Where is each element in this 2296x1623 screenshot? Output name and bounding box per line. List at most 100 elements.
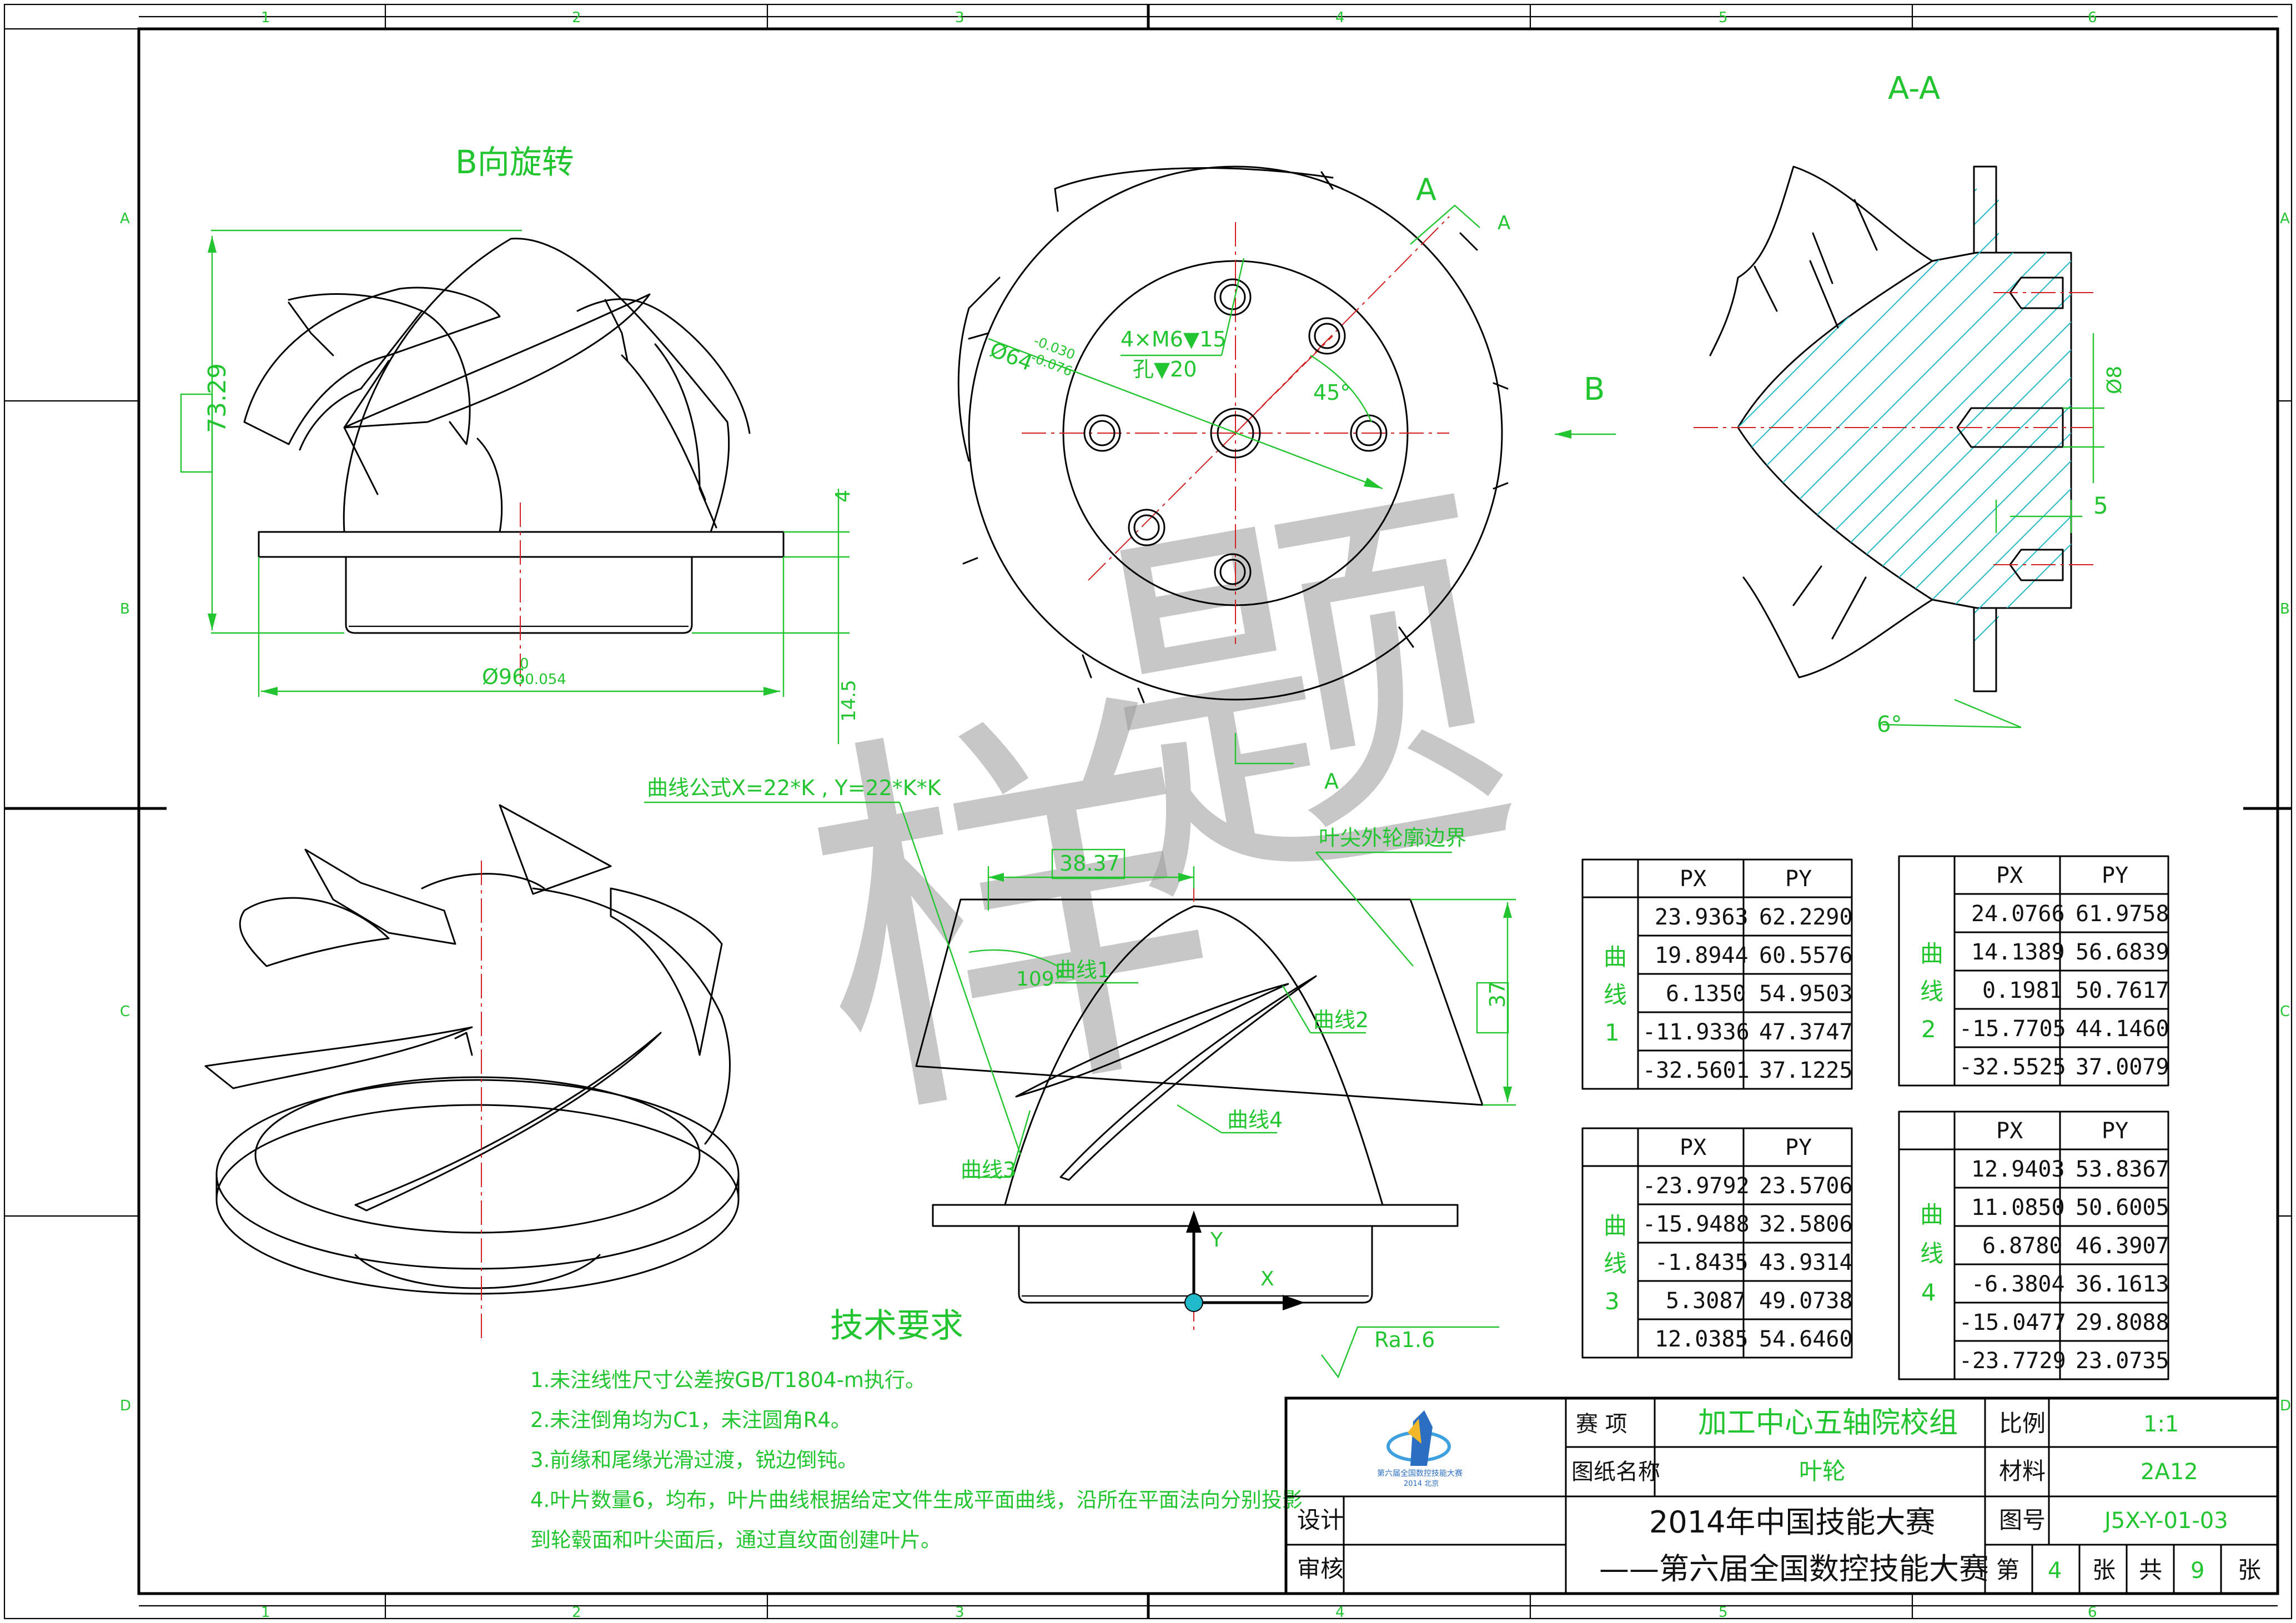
zone-col-1-bottom: 1: [261, 1604, 270, 1621]
table-1-r4-px: -11.9336: [1642, 1019, 1750, 1045]
title-block: 第六届全国数控技能大赛 2014 北京 赛 项 加工中心五轴院校组 图纸名称 叶…: [1284, 1396, 2279, 1595]
view-arrow-b: B: [1584, 371, 1605, 408]
curve-2-label: 曲线2: [1313, 1008, 1369, 1032]
table-3-r1-py: 23.5706: [1759, 1173, 1853, 1199]
table-4-label-1: 曲: [1920, 1201, 1943, 1228]
curve-4-label: 曲线4: [1227, 1108, 1283, 1132]
table-3-r4-px: 5.3087: [1666, 1288, 1746, 1314]
sheet-prefix: 第: [1996, 1556, 2019, 1584]
table-3-r1-px: -23.9792: [1642, 1173, 1750, 1199]
material-label: 材料: [1999, 1458, 2046, 1485]
zone-col-1: 1: [261, 9, 270, 26]
table-1-r1-py: 62.2290: [1759, 905, 1853, 930]
curve-3-label: 曲线3: [961, 1158, 1016, 1182]
table-3-r5-py: 54.6460: [1759, 1326, 1853, 1352]
table-3-r2-px: -15.9488: [1642, 1212, 1750, 1237]
zone-col-2: 2: [572, 9, 581, 26]
section-mark-top: A: [1416, 172, 1436, 207]
tech-req-5: 到轮毂面和叶尖面后，通过直纹面创建叶片。: [530, 1528, 941, 1552]
table-2-label-2: 线: [1920, 978, 1943, 1005]
angle-109: 109°: [1016, 968, 1064, 991]
watermark: 样 题: [777, 438, 1543, 1179]
logo-sub: 2014 北京: [1404, 1480, 1439, 1488]
center-bore: [1956, 407, 2064, 448]
zone-col-4: 4: [1335, 9, 1345, 26]
tech-req-4: 4.叶片数量6，均布，叶片曲线根据给定文件生成平面曲线，沿所在平面法向分别投影: [530, 1488, 1303, 1512]
section-arrow-top: [1410, 204, 1480, 245]
competition-line-1: 2014年中国技能大赛: [1649, 1505, 1935, 1540]
table-1-header-py: PY: [1785, 866, 1812, 892]
table-1-label-1: 曲: [1604, 943, 1627, 971]
table-2-r5-py: 37.0079: [2076, 1054, 2169, 1080]
table-2-r5-px: -32.5525: [1959, 1054, 2066, 1080]
top-view: Ø64 -0.030 -0.076 4×M6▼15 孔▼20 45° A A A: [957, 165, 1510, 793]
dim-flange-4: 4: [832, 490, 855, 503]
technical-requirements: 技术要求 1.未注线性尺寸公差按GB/T1804-m执行。 2.未注倒角均为C1…: [530, 1307, 1303, 1552]
curve-formula: 曲线公式X=22*K , Y=22*K*K: [647, 776, 942, 800]
table-4-header-px: PX: [1996, 1118, 2023, 1144]
angle-45: 45°: [1313, 380, 1350, 405]
blade-front: [354, 1032, 662, 1212]
construction-hub-profile: [1004, 905, 1384, 1206]
dim-dia-8: Ø8: [2103, 366, 2126, 394]
table-1-label-3: 1: [1605, 1019, 1620, 1046]
curve-blade-1: [1015, 983, 1289, 1098]
table-1-r5-px: -32.5601: [1642, 1058, 1750, 1083]
table-2-r4-px: -15.7705: [1959, 1016, 2066, 1042]
dim-width-38: 38.37: [1059, 851, 1120, 876]
sheet-no: 4: [2048, 1558, 2062, 1584]
bolt-hole-lower-left: [1128, 509, 1165, 546]
axis-y-label: Y: [1210, 1229, 1223, 1252]
hub-profile: [343, 238, 730, 533]
table-1-r4-py: 47.3747: [1759, 1019, 1853, 1045]
angle-6: 6°: [1877, 712, 1902, 737]
curve-table-1: 曲 线 1 PX PY 23.9363 62.2290 19.8944 60.5…: [1581, 858, 1853, 1090]
table-3-label-3: 3: [1605, 1288, 1620, 1315]
dim-5: 5: [2093, 492, 2108, 519]
center-hole: [1210, 408, 1261, 459]
event-label: 赛 项: [1576, 1411, 1627, 1437]
table-4-r4-py: 36.1613: [2076, 1272, 2169, 1297]
event-value: 加工中心五轴院校组: [1698, 1406, 1958, 1440]
table-4-r3-py: 46.3907: [2076, 1233, 2169, 1259]
section-mark-top-small: A: [1498, 212, 1510, 234]
zone-row-a: A: [120, 210, 130, 227]
dim-dia-96: Ø96: [482, 665, 525, 689]
curve-table-3: 曲 线 3 PX PY -23.9792 23.5706 -15.9488 32…: [1581, 1127, 1853, 1359]
table-4-label-3: 4: [1921, 1279, 1936, 1306]
table-2-header-py: PY: [2102, 863, 2128, 888]
isometric-view: [204, 804, 740, 1338]
roughness-symbol: [1321, 1326, 1499, 1379]
table-2-r1-py: 61.9758: [2076, 901, 2169, 927]
table-2-label-3: 2: [1921, 1016, 1936, 1043]
tech-req-1: 1.未注线性尺寸公差按GB/T1804-m执行。: [530, 1368, 926, 1392]
dim-dia-96-tol-lower: -0.054: [520, 671, 566, 688]
table-1-r3-px: 6.1350: [1666, 981, 1746, 1007]
zone-col-6-bottom: 6: [2088, 1604, 2097, 1621]
total-suffix: 张: [2238, 1556, 2261, 1584]
table-2-r4-py: 44.1460: [2076, 1016, 2169, 1042]
dim-dia-64: Ø64: [987, 337, 1036, 375]
table-3-r5-px: 12.0385: [1655, 1326, 1749, 1352]
threaded-hole-bottom: [2009, 549, 2064, 581]
tech-req-title: 技术要求: [830, 1307, 963, 1345]
table-1-label-2: 线: [1604, 981, 1627, 1008]
tech-req-2: 2.未注倒角均为C1，未注圆角R4。: [530, 1408, 851, 1432]
total-prefix: 共: [2139, 1556, 2162, 1584]
competition-logo: 第六届全国数控技能大赛 2014 北京: [1377, 1410, 1463, 1488]
blade-top: [499, 804, 612, 895]
table-1-r1-px: 23.9363: [1655, 905, 1749, 930]
total-no: 9: [2191, 1558, 2204, 1584]
flange: [258, 531, 785, 558]
review-label: 审核: [1297, 1555, 1344, 1582]
curve-1-label: 曲线1: [1055, 958, 1111, 982]
table-3-r3-py: 43.9314: [1759, 1250, 1853, 1275]
design-label: 设计: [1297, 1506, 1344, 1534]
table-4-r1-px: 12.9403: [1971, 1157, 2065, 1182]
table-4-r5-py: 29.8088: [2076, 1310, 2169, 1335]
zone-col-4-bottom: 4: [1335, 1604, 1345, 1621]
table-4-r6-py: 23.0735: [2076, 1348, 2169, 1374]
b-rotation-view: B向旋转 73.29 4 Ø96 0 -0.054: [180, 143, 860, 744]
curve-construction-view: Y X 38.37 37 109° 曲线公式X=22*K , Y=22*K*K …: [644, 776, 1516, 1379]
curve-table-2: 曲 线 2 PX PY 24.0766 61.9758 14.1389 56.6…: [1898, 855, 2169, 1087]
